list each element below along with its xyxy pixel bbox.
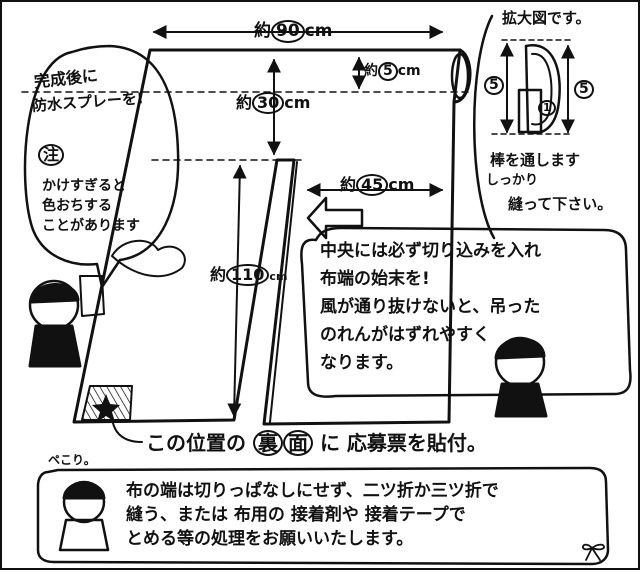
top-band-value: 5 bbox=[378, 62, 398, 82]
right-character-hair bbox=[494, 337, 546, 360]
left-character-hair bbox=[30, 283, 80, 304]
label-position-text: この位置の 裏面 に 応募票を貼付。 bbox=[146, 430, 487, 456]
top-band-prefix: 約 bbox=[364, 63, 378, 79]
bottom-corner-label: ペこり。 bbox=[48, 453, 96, 467]
width-unit: cm bbox=[304, 21, 333, 41]
height-arrow bbox=[227, 164, 247, 418]
left-speech-bubble bbox=[23, 44, 180, 289]
bubble-note-mark: 注 bbox=[38, 144, 65, 166]
slit-top-unit: cm bbox=[284, 93, 311, 112]
ribbon-doodle bbox=[582, 543, 605, 561]
label-text-circ1: 裏 bbox=[252, 430, 283, 456]
zoom-note-line-2: しっかり bbox=[486, 173, 539, 188]
bubble-note-line-2: 色おちする bbox=[42, 198, 112, 214]
width-value: 90 bbox=[271, 20, 305, 43]
bottom-line-3: とめる等の処理をお願いいたします。 bbox=[126, 529, 414, 549]
slit-top-value: 30 bbox=[252, 92, 285, 114]
right-panel-unit: cm bbox=[388, 175, 415, 194]
zoom-bracket bbox=[473, 14, 496, 240]
center-note-line-2: 布端の始末を! bbox=[320, 269, 430, 289]
pointer-arrow bbox=[306, 196, 364, 240]
label-text-circ2: 面 bbox=[282, 430, 313, 456]
center-note-line-1: 中央には必ず切り込みを入れ bbox=[320, 241, 541, 261]
bowing-character-body bbox=[58, 518, 110, 552]
slit-edge bbox=[269, 161, 298, 423]
left-character-body bbox=[28, 324, 82, 368]
rod-fold-end bbox=[450, 52, 470, 100]
center-note-line-3: 風が通り抜けないと、吊った bbox=[320, 297, 541, 317]
center-note-bubble bbox=[300, 226, 632, 398]
zoom-title: 拡大図です。 bbox=[502, 9, 591, 27]
bottom-line-1: 布の端は切りっぱなしにせず、二ツ折か三ツ折で bbox=[126, 481, 499, 501]
label-text-after: に 応募票を貼付。 bbox=[319, 431, 487, 455]
bowing-character-hair bbox=[62, 481, 106, 500]
bottom-line-2: 縫う、または 布用の 接着剤や 接着テープで bbox=[126, 505, 466, 525]
slit-top-prefix: 約 bbox=[236, 93, 253, 112]
top-band-unit: cm bbox=[397, 63, 421, 79]
right-panel-prefix: 約 bbox=[340, 175, 357, 194]
height-value: 110 bbox=[226, 264, 270, 286]
zoom-left-dim: 5 bbox=[484, 76, 504, 96]
label-text-before: この位置の bbox=[146, 431, 246, 455]
bottom-note-box bbox=[36, 466, 610, 566]
right-character-body bbox=[494, 382, 548, 418]
width-prefix: 約 bbox=[254, 21, 271, 41]
curtain-top-rod-fold bbox=[452, 48, 472, 104]
spray-can bbox=[79, 275, 105, 317]
curtain-outline bbox=[72, 48, 462, 426]
center-note-line-5: なります。 bbox=[320, 353, 404, 373]
right-panel-value: 45 bbox=[356, 174, 389, 196]
bubble-note-line-3: ことがあります bbox=[42, 218, 140, 234]
zoom-note-line-1: 棒を通します bbox=[490, 151, 581, 169]
label-star bbox=[92, 394, 120, 422]
bubble-note-line-1: かけすぎると bbox=[42, 178, 126, 194]
spray-cloud bbox=[111, 239, 186, 278]
zoom-note-line-3: 縫って下さい。 bbox=[508, 195, 613, 213]
height-unit: cm bbox=[269, 270, 288, 283]
label-pointer-line bbox=[111, 417, 143, 443]
center-note-line-4: のれんがはずれやすく bbox=[320, 325, 490, 345]
zoom-right-dim: 5 bbox=[574, 80, 594, 100]
height-prefix: 約 bbox=[210, 265, 227, 284]
zoom-inner-dim: 1 bbox=[538, 100, 556, 117]
